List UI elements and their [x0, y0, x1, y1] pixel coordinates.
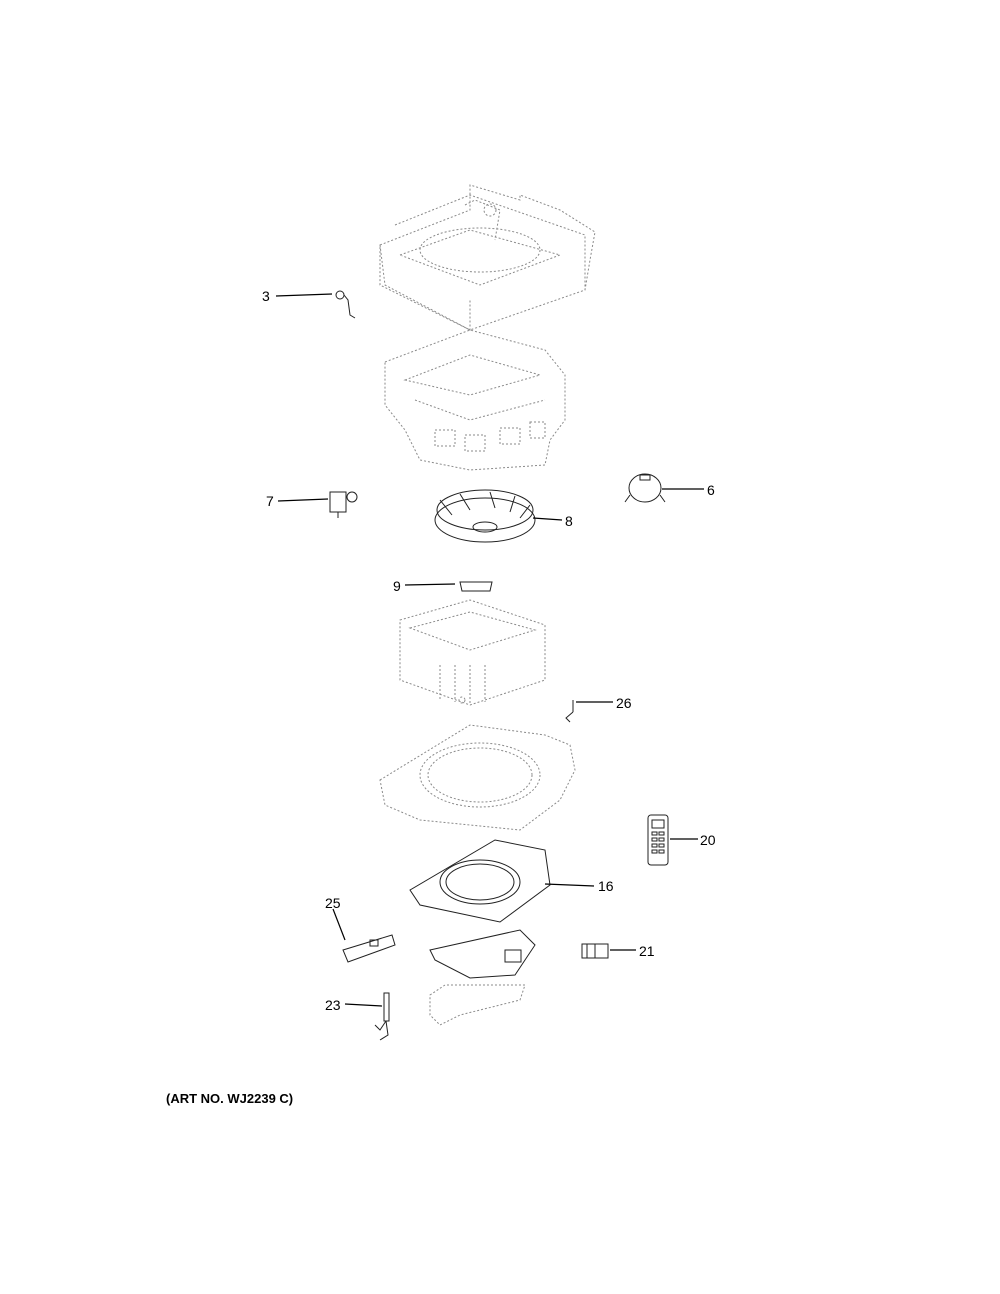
callout-16: 16: [598, 878, 614, 894]
evaporator-coil: [399, 599, 546, 706]
base-frame: [379, 724, 576, 831]
callout-3: 3: [262, 288, 270, 304]
part-23-wire-harness[interactable]: [374, 992, 390, 1041]
part-3-sensor[interactable]: [335, 290, 356, 319]
callout-25: 25: [325, 895, 341, 911]
callout-6: 6: [707, 482, 715, 498]
main-control-board: [429, 929, 536, 979]
callout-7: 7: [266, 493, 274, 509]
cabinet-housing: [379, 184, 596, 331]
part-8-blower-wheel[interactable]: [434, 489, 536, 543]
callout-23: 23: [325, 997, 341, 1013]
part-6-fan-motor[interactable]: [624, 473, 666, 503]
callout-9: 9: [393, 578, 401, 594]
callout-20: 20: [700, 832, 716, 848]
part-25-display-board[interactable]: [342, 934, 396, 963]
part-20-remote-control[interactable]: [647, 814, 669, 866]
art-number: (ART NO. WJ2239 C): [166, 1091, 294, 1106]
part-26-thermistor[interactable]: [565, 700, 574, 723]
callout-26: 26: [616, 695, 632, 711]
part-21-receiver-board[interactable]: [581, 943, 609, 959]
control-box-cover: [429, 984, 526, 1026]
callout-21: 21: [639, 943, 655, 959]
part-16-control-box-frame[interactable]: [409, 839, 551, 923]
drain-pan-housing: [384, 329, 566, 471]
callout-8: 8: [565, 513, 573, 529]
part-7-valve[interactable]: [329, 491, 358, 518]
part-9-bracket[interactable]: [459, 581, 493, 592]
